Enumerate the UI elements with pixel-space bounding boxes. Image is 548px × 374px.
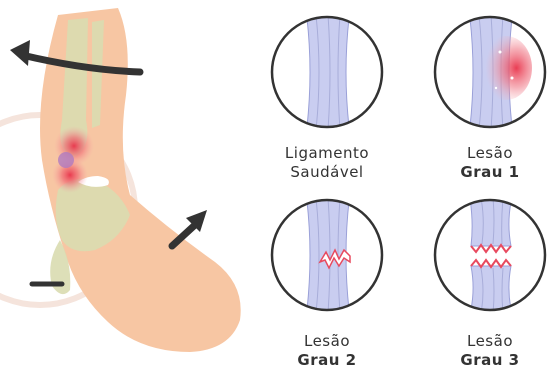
label-grade-1: Lesão Grau 1 bbox=[435, 144, 545, 182]
panel-grade-1 bbox=[435, 10, 545, 135]
bruise-spot bbox=[58, 152, 74, 168]
label-line-2: Saudável bbox=[262, 163, 392, 182]
panel-healthy-ligament bbox=[272, 10, 382, 135]
label-healthy: Ligamento Saudável bbox=[262, 144, 392, 182]
label-line-1: Lesão bbox=[435, 144, 545, 163]
ligament-band bbox=[306, 10, 350, 135]
label-grade-3: Lesão Grau 3 bbox=[435, 332, 545, 370]
inflammation-area bbox=[480, 36, 532, 100]
label-line-2: Grau 1 bbox=[435, 163, 545, 182]
label-line-1: Lesão bbox=[435, 332, 545, 351]
label-line-1: Ligamento bbox=[262, 144, 392, 163]
label-line-2: Grau 2 bbox=[272, 351, 382, 370]
panel-grade-2 bbox=[272, 193, 382, 318]
label-grade-2: Lesão Grau 2 bbox=[272, 332, 382, 370]
foot-illustration bbox=[10, 8, 241, 352]
label-line-2: Grau 3 bbox=[435, 351, 545, 370]
arrow-head-left bbox=[10, 40, 30, 66]
label-line-1: Lesão bbox=[272, 332, 382, 351]
panel-grade-3 bbox=[435, 193, 545, 318]
